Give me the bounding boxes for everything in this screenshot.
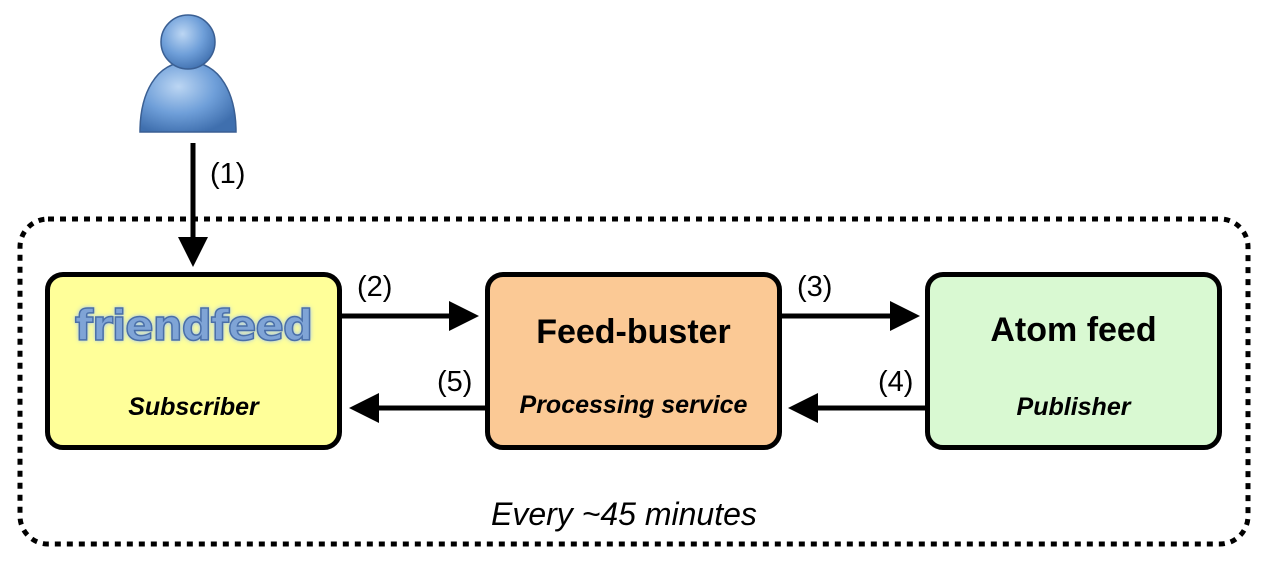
publisher-title: Atom feed xyxy=(990,311,1157,349)
loop-caption: Every ~45 minutes xyxy=(491,496,757,532)
subscriber-node: friendfeed Subscriber xyxy=(45,272,342,450)
user-icon xyxy=(139,14,237,133)
publisher-role: Publisher xyxy=(1016,393,1131,421)
loop-boundary xyxy=(17,216,1251,547)
step-label-5: (5) xyxy=(437,366,473,398)
processor-role: Processing service xyxy=(519,391,748,419)
subscriber-role: Subscriber xyxy=(128,393,259,421)
processor-node: Feed-buster Processing service xyxy=(485,272,782,450)
friendfeed-logo: friendfeed xyxy=(74,300,314,351)
publisher-node: Atom feed Publisher xyxy=(925,272,1222,450)
step-label-1: (1) xyxy=(210,158,246,190)
processor-title: Feed-buster xyxy=(536,313,731,351)
step-label-3: (3) xyxy=(797,271,833,303)
step-label-2: (2) xyxy=(357,271,393,303)
step-label-4: (4) xyxy=(878,366,914,398)
